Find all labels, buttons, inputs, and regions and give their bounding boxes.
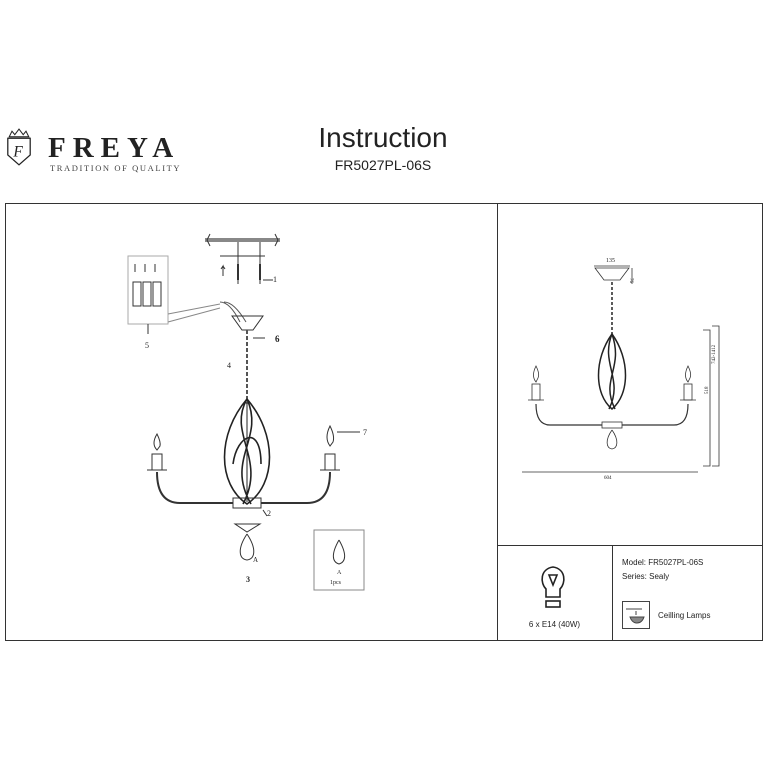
model-spec: Model: FR5027PL-06S: [622, 558, 704, 567]
chandelier-body-icon: [223, 398, 271, 505]
part-a-inset: A 1pcs: [313, 529, 365, 591]
page-title: Instruction: [318, 122, 448, 153]
dim-total-height: 742-1412: [712, 344, 717, 364]
dimension-drawing: 135 76 604 518 742-1412: [522, 258, 720, 481]
label-3: 3: [246, 575, 250, 584]
divider: [612, 545, 613, 640]
label-6: 6: [275, 334, 280, 344]
dim-canopy-width: 135: [606, 258, 615, 264]
light-bulb-icon: [541, 566, 565, 608]
ceiling-icon: [205, 233, 280, 284]
candle-left-icon: [147, 432, 167, 471]
label-2: 2: [267, 509, 271, 518]
assembly-diagram: 1 5 6 4 7 2 A 3 A 1pcs: [127, 233, 367, 591]
category-spec: Ceilling Lamps: [658, 611, 711, 620]
divider: [497, 203, 498, 640]
series-spec: Series: Sealy: [622, 572, 670, 581]
candle-right-icon: [320, 424, 340, 471]
svg-text:A: A: [337, 570, 342, 576]
instruction-frame: [5, 203, 763, 641]
model-code: FR5027PL-06S: [334, 157, 432, 173]
dim-canopy-height: 76: [628, 278, 633, 284]
terminal-block-icon: [127, 255, 169, 325]
svg-text:1pcs: 1pcs: [330, 580, 342, 586]
divider: [497, 545, 762, 546]
svg-text:F: F: [12, 143, 23, 160]
brand-tagline: TRADITION OF QUALITY: [50, 163, 182, 173]
bulb-spec: 6 x E14 (40W): [528, 620, 581, 629]
label-7: 7: [363, 428, 367, 437]
label-4: 4: [227, 361, 231, 370]
label-1: 1: [273, 275, 277, 284]
label-part-a: A: [253, 556, 258, 564]
dim-body-height: 518: [705, 386, 710, 394]
chandelier-front-icon: [597, 333, 627, 410]
ceiling-lamp-icon: [622, 601, 650, 629]
dim-width: 604: [604, 476, 612, 481]
brand-name: FREYA: [48, 132, 181, 164]
freya-logo-crest-icon: F: [7, 128, 31, 166]
label-5: 5: [145, 341, 149, 350]
